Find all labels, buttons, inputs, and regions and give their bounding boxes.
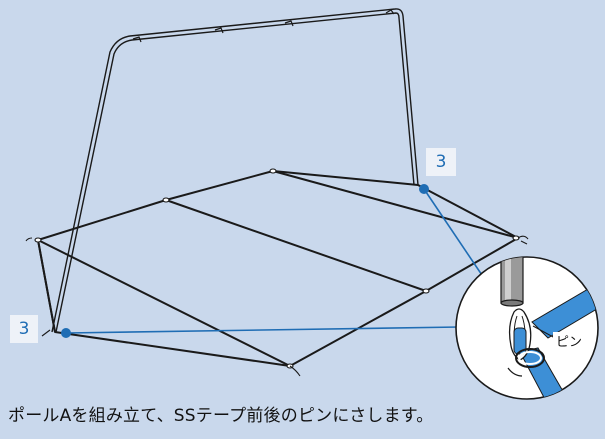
ss-tape-webbing <box>37 170 519 367</box>
tape-end-hooks <box>25 235 529 377</box>
tape-rings <box>34 168 520 369</box>
pole-end <box>500 257 524 304</box>
pin-label: ピン <box>556 335 582 350</box>
step-marker-top: 3 <box>426 148 456 176</box>
instruction-caption: ポールAを組み立て、SSテープ前後のピンにさします。 <box>8 406 434 426</box>
pole-joints <box>132 9 395 43</box>
pin-ring <box>515 348 545 368</box>
pin-dot-top <box>419 184 429 194</box>
pole-a <box>51 8 419 333</box>
pin-dot-left <box>61 328 71 338</box>
step-marker-left: 3 <box>10 315 38 343</box>
pin-detail-callout: ピン <box>455 256 599 400</box>
